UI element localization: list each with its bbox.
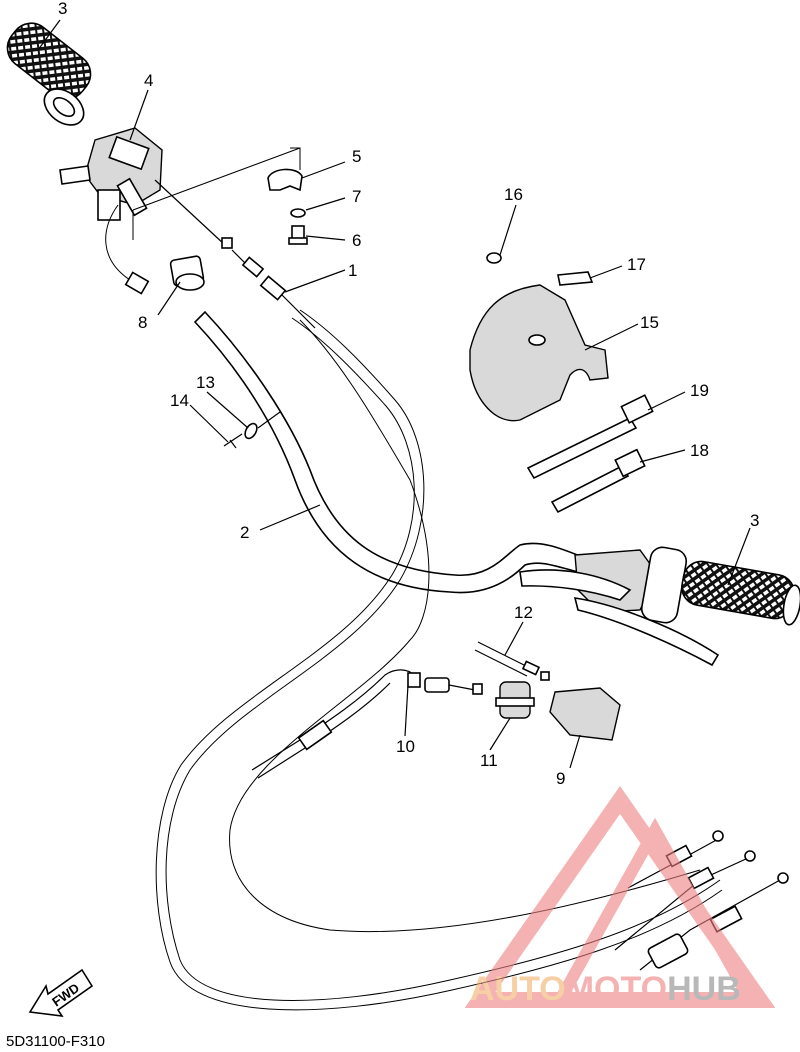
callout-labels: 3 4 5 7 6 1 8 16 17 15 19 18 13 14 2 3 1… xyxy=(58,0,759,788)
callout-7: 7 xyxy=(352,187,361,206)
callout-12: 12 xyxy=(514,603,533,622)
left-grip xyxy=(6,22,92,126)
callout-9: 9 xyxy=(556,769,565,788)
callout-13: 13 xyxy=(196,373,215,392)
callout-8: 8 xyxy=(138,313,147,332)
throttle-cable-loop xyxy=(155,309,723,1011)
callout-18: 18 xyxy=(690,441,709,460)
leader-lines xyxy=(37,19,751,769)
watermark-auto: AUTO xyxy=(470,970,566,1008)
callout-3-left: 3 xyxy=(58,0,67,18)
cover-assembly xyxy=(469,252,609,422)
cable-10 xyxy=(251,669,483,779)
pin-parts xyxy=(223,411,281,449)
drawing-code: 5D31100-F310 xyxy=(6,1033,105,1050)
adjuster-and-holder xyxy=(495,681,621,741)
callout-14: 14 xyxy=(170,391,189,410)
callout-1: 1 xyxy=(348,261,357,280)
watermark-text: AUTOMOTOHUB xyxy=(470,970,741,1008)
callout-3-right: 3 xyxy=(750,511,759,530)
callout-4: 4 xyxy=(144,71,153,90)
cable-ties xyxy=(526,394,654,514)
callout-5: 5 xyxy=(352,147,361,166)
watermark: AUTOMOTOHUB xyxy=(464,786,776,1008)
watermark-hub: HUB xyxy=(667,970,741,1008)
watermark-moto: MOTO xyxy=(566,970,667,1008)
inset-cables xyxy=(614,830,789,971)
callout-19: 19 xyxy=(690,381,709,400)
callout-16: 16 xyxy=(504,185,523,204)
callout-17: 17 xyxy=(627,255,646,274)
callout-2: 2 xyxy=(240,523,249,542)
throttle-cable-1 xyxy=(154,179,316,329)
clamp-parts xyxy=(132,147,308,245)
callout-10: 10 xyxy=(396,737,415,756)
right-lever-assembly xyxy=(519,546,800,667)
fwd-arrow: FWD xyxy=(28,968,94,1018)
cable-12 xyxy=(474,641,550,681)
collar xyxy=(169,255,205,291)
callout-15: 15 xyxy=(640,313,659,332)
callout-6: 6 xyxy=(352,231,361,250)
throttle-housing xyxy=(59,127,163,295)
callout-11: 11 xyxy=(480,751,498,770)
